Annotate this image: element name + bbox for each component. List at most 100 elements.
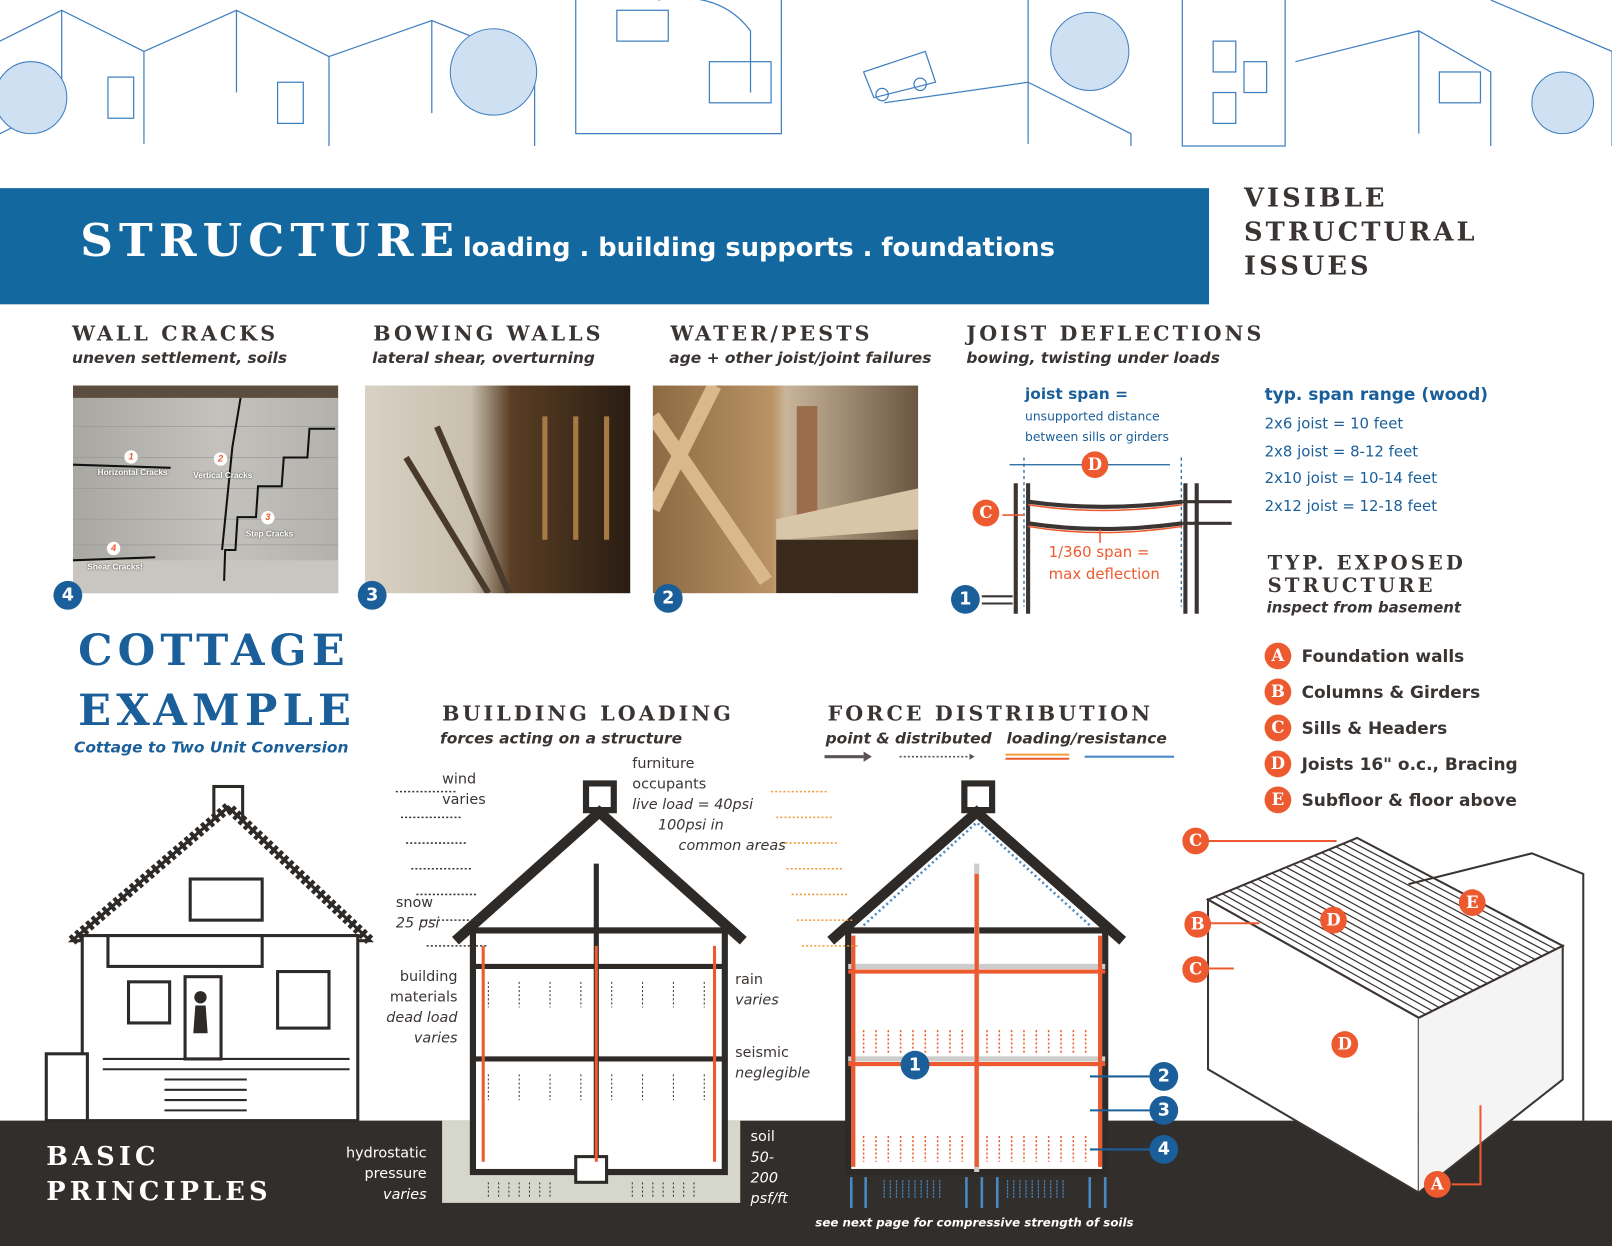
crack-label: Step Cracks (245, 529, 294, 539)
label-line: snow (395, 894, 434, 911)
floor-joist (1328, 849, 1536, 961)
joist-deflections-title: JOIST DEFLECTIONS (966, 320, 1265, 346)
heading-line: VISIBLE (1244, 183, 1388, 213)
label-line: materials (389, 989, 458, 1006)
floor-joist (1300, 860, 1509, 974)
basic-principles-title: BASIC PRINCIPLES (46, 1139, 271, 1209)
sill-marker-c: C (972, 499, 1000, 527)
label-line: pressure (364, 1165, 427, 1183)
cottage-subtitle: Cottage to Two Unit Conversion (74, 738, 349, 757)
label-line: varies (735, 992, 779, 1009)
label-line: 200 (750, 1169, 778, 1187)
callout-b: B (1184, 910, 1212, 938)
letter-badge: E (1264, 786, 1292, 814)
floor-joist (1285, 866, 1495, 981)
label-line: rain (735, 971, 763, 989)
label-line: 50- (750, 1149, 775, 1166)
floor-joist (1292, 863, 1502, 978)
force-legend-swatches (824, 751, 1175, 762)
issue-badge: 1 (950, 584, 980, 614)
joist-deflections-subtitle: bowing, twisting under loads (966, 348, 1220, 368)
floor-joist (1349, 840, 1557, 950)
deflection-note: max deflection (1048, 566, 1160, 583)
title-line: PRINCIPLES (46, 1176, 272, 1206)
span-range-list: 2x6 joist = 10 feet 2x8 joist = 8-12 fee… (1265, 411, 1437, 520)
label-line: hydrostatic (345, 1145, 427, 1162)
title-line: TYP. EXPOSED (1267, 552, 1466, 575)
span-row: 2x8 joist = 8-12 feet (1264, 443, 1419, 461)
span-range-title: typ. span range (wood) (1264, 384, 1488, 405)
hydrostatic-label: hydrostatic pressure varies (329, 1143, 427, 1205)
water-pests-title: WATER/PESTS (670, 320, 873, 346)
crack-number: 2 (213, 452, 228, 466)
floor-joist (1356, 837, 1563, 947)
callout-e: E (1458, 889, 1486, 917)
floor-joist (1278, 869, 1488, 985)
building-loading-subtitle: forces acting on a structure (440, 728, 683, 748)
joist-marker-d: D (1081, 451, 1109, 479)
issue-badge: 4 (53, 580, 83, 610)
crack-number: 1 (124, 450, 138, 464)
floor-joist (1314, 854, 1522, 967)
photo-detail (403, 416, 610, 594)
force-legend-loading: loading/resistance (1006, 728, 1167, 748)
floor-joist (1257, 878, 1468, 995)
legend-text: Columns & Girders (1301, 682, 1481, 702)
floor-joist (1250, 881, 1461, 998)
callout-a: A (1423, 1171, 1451, 1198)
force-badge: 3 (1149, 1095, 1179, 1125)
callout-d: D (1331, 1031, 1359, 1058)
title-line: STRUCTURE (1267, 574, 1436, 598)
cottage-house-illustration (44, 784, 375, 1123)
joist-span-desc: unsupported distance (1025, 409, 1160, 424)
label-line: common areas (678, 837, 786, 855)
crack-lines (72, 385, 339, 594)
crack-number: 3 (261, 510, 275, 525)
crack-label: Shear Cracks! (87, 562, 143, 572)
label-line: seismic (735, 1044, 789, 1061)
wall-cracks-subtitle: uneven settlement, soils (71, 348, 288, 368)
legend-text: Foundation walls (1301, 646, 1465, 666)
force-badge-leaders (1089, 1075, 1150, 1151)
exposed-structure-title: TYP. EXPOSED STRUCTURE (1268, 552, 1466, 597)
floor-joist (1229, 890, 1440, 1009)
force-badge: 2 (1149, 1062, 1179, 1091)
legend-text: Subfloor & floor above (1301, 790, 1517, 810)
city-illustration (0, 0, 1612, 147)
span-row: 2x6 joist = 10 feet (1264, 416, 1404, 433)
joist-deflection-diagram (981, 457, 1232, 614)
floor-joist (1264, 875, 1474, 991)
label-line: varies (383, 1186, 427, 1203)
label-line: neglegible (735, 1065, 811, 1082)
seismic-label: seismic neglegible (735, 1042, 810, 1083)
issue-badge: 2 (653, 583, 683, 613)
heading-line: STRUCTURAL (1244, 216, 1478, 247)
force-distribution-title: FORCE DISTRIBUTION (827, 701, 1154, 726)
label-line: 25 psi (395, 915, 440, 932)
legend-text: Sills & Headers (1301, 718, 1448, 738)
legend-item-e: E Subfloor & floor above (1264, 785, 1517, 814)
banner-subtitle: . loading . building supports . foundati… (444, 232, 1055, 263)
crack-number: 4 (106, 541, 121, 556)
heading-line: ISSUES (1244, 250, 1372, 281)
floor-joist (1321, 852, 1529, 964)
isometric-floor-framing (1205, 836, 1585, 1195)
visible-issues-heading: VISIBLE STRUCTURAL ISSUES (1244, 181, 1478, 283)
floor-joist (1236, 887, 1447, 1005)
deflection-note: 1/360 span = (1048, 544, 1150, 562)
letter-badge: A (1264, 642, 1292, 670)
wall-cracks-photo: 1 Horizontal Cracks 2 Vertical Cracks 3 … (72, 385, 339, 594)
label-line: soil (750, 1128, 775, 1146)
label-line: occupants (632, 776, 707, 793)
joist-span-desc: between sills or girders (1025, 429, 1169, 445)
crack-label: Vertical Cracks (193, 470, 253, 481)
label-line: building (399, 968, 458, 985)
legend-item-a: A Foundation walls (1264, 642, 1465, 671)
bowing-walls-photo (364, 385, 631, 594)
